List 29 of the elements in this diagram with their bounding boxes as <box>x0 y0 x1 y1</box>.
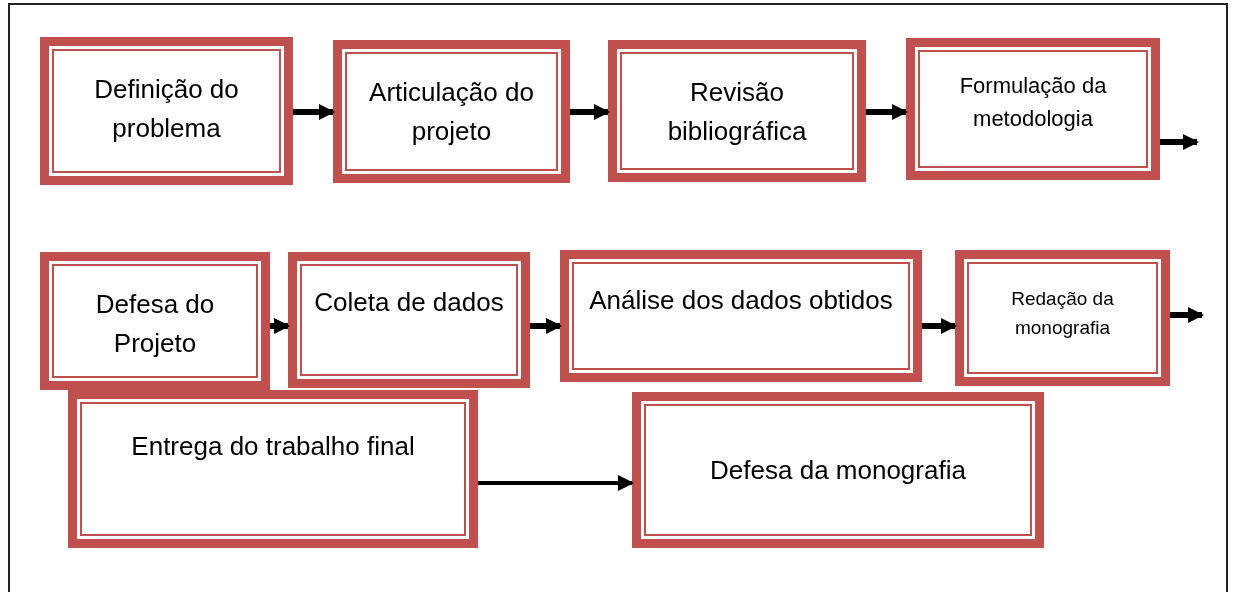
arrow <box>1160 134 1199 150</box>
box-label: Formulação da metodologia <box>958 72 1108 133</box>
arrow <box>570 104 610 120</box>
box-label: Análise dos dados obtidos <box>589 284 893 317</box>
arrow <box>530 318 562 334</box>
arrow <box>866 104 908 120</box>
box-label: Definição do problema <box>93 73 240 145</box>
arrow <box>922 318 957 334</box>
process-box <box>333 40 570 183</box>
process-box <box>955 250 1170 386</box>
process-box <box>608 40 866 182</box>
process-box <box>560 250 922 382</box>
process-box <box>906 38 1160 180</box>
box-label: Articulação do projeto <box>368 76 535 148</box>
arrow <box>270 318 290 334</box>
arrow <box>293 104 335 120</box>
process-box <box>288 252 530 388</box>
process-box <box>40 252 270 390</box>
box-label: Defesa da monografia <box>710 454 966 487</box>
box-label: Redação da monografia <box>1010 287 1115 340</box>
box-label: Defesa do Projeto <box>94 288 216 360</box>
arrow <box>478 475 634 491</box>
box-label: Entrega do trabalho final <box>131 430 415 463</box>
process-box <box>632 392 1044 548</box>
box-label: Revisão bibliográfica <box>666 76 808 148</box>
process-box <box>40 37 293 185</box>
arrow <box>1170 307 1204 323</box>
process-box <box>68 390 478 548</box>
box-label: Coleta de dados <box>314 286 504 319</box>
